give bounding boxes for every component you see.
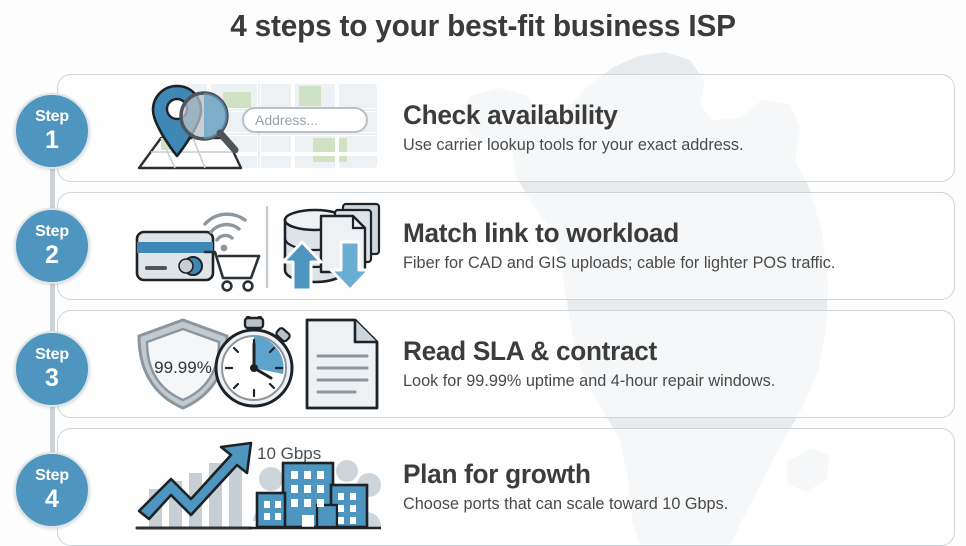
shield-icon: 99.99% [136,318,229,410]
step-1-artwork: Address... [118,75,393,181]
step-card-2: Match link to workload Fiber for CAD and… [57,192,955,300]
wifi-icon [202,212,247,242]
download-arrow-icon [329,240,370,292]
step-badge-2-number: 2 [45,240,59,269]
step-badge-1: Step 1 [14,93,90,169]
workload-illustration [135,202,380,292]
step-2-text: Match link to workload Fiber for CAD and… [403,193,938,299]
upload-arrow-icon [281,240,322,292]
step-badge-3-word: Step [35,345,69,363]
step-badge-3: Step 3 [14,331,90,407]
step-badge-1-word: Step [35,107,69,125]
step-4-heading: Plan for growth [403,459,591,490]
step-3-artwork: 99.99% [118,311,393,417]
growth-illustration: 10 Gbps [135,441,381,530]
step-badge-3-number: 3 [45,363,59,392]
page-title: 4 steps to your best-fit business ISP [230,8,736,43]
step-badge-2: Step 2 [14,208,90,284]
step-2-body: Fiber for CAD and GIS uploads; cable for… [403,253,836,272]
step-badge-1-number: 1 [45,125,59,154]
step-4-body: Choose ports that can scale toward 10 Gb… [403,494,729,513]
step-badge-4-word: Step [35,466,69,484]
growth-arrow-icon [137,441,252,521]
step-card-1: Address... Check availability Use carrie… [57,74,955,182]
sla-contract-illustration: 99.99% [136,316,378,410]
step-4-text: Plan for growth Choose ports that can sc… [403,429,938,545]
step-badge-4-number: 4 [45,484,59,513]
step-4-artwork: 10 Gbps [118,429,393,545]
step-3-heading: Read SLA & contract [403,336,658,367]
uptime-label: 99.99% [154,358,212,377]
bandwidth-label: 10 Gbps [257,444,321,463]
document-icon [305,318,378,410]
address-placeholder-text: Address... [255,112,318,128]
step-card-4: 10 Gbps [57,428,955,546]
step-card-3: 99.99% [57,310,955,418]
credit-card-icon [135,230,214,282]
step-2-artwork [118,193,393,299]
step-3-text: Read SLA & contract Look for 99.99% upti… [403,311,938,417]
step-badge-2-word: Step [35,222,69,240]
step-1-text: Check availability Use carrier lookup to… [403,75,938,181]
step-1-body: Use carrier lookup tools for your exact … [403,135,744,154]
step-badge-4: Step 4 [14,452,90,528]
map-availability-illustration: Address... [137,84,377,170]
step-2-heading: Match link to workload [403,218,679,249]
step-3-body: Look for 99.99% uptime and 4-hour repair… [403,371,776,390]
stopwatch-icon [214,316,293,408]
step-1-heading: Check availability [403,100,618,131]
step-connector-rail [50,116,55,494]
shopping-cart-icon [203,250,260,292]
